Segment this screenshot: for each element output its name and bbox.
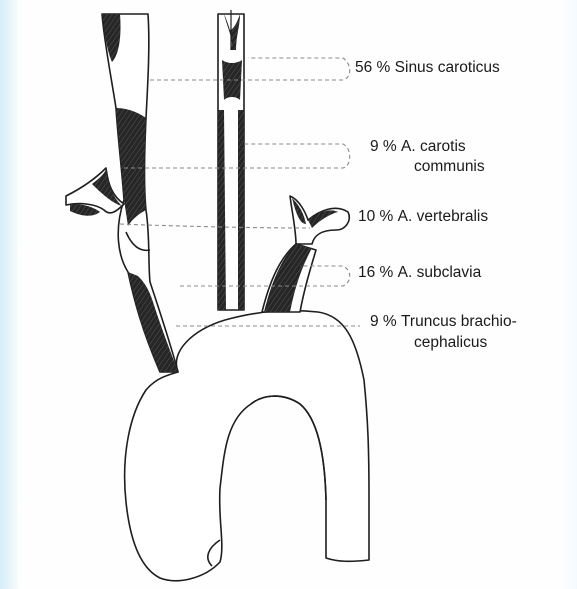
label-name-continued: cephalicus — [414, 333, 487, 352]
label-subclavia: 16 % A. subclavia — [358, 263, 481, 282]
label-percent: 56 % — [355, 58, 390, 77]
label-percent: 9 % — [370, 137, 397, 156]
right-subclavian-branch — [66, 168, 124, 216]
label-name: A. subclavia — [398, 263, 482, 282]
label-carotis-communis-line2: communis — [414, 157, 485, 176]
label-name: Truncus brachio- — [401, 312, 517, 331]
label-percent: 16 % — [358, 263, 393, 282]
label-name: A. carotis — [401, 137, 466, 156]
leader-subclavia — [180, 266, 350, 286]
label-name: Sinus caroticus — [395, 58, 500, 77]
left-subclavian-vessel — [262, 196, 349, 312]
label-truncus-line2: cephalicus — [414, 333, 487, 352]
label-name-continued: communis — [414, 157, 485, 176]
label-name: A. vertebralis — [398, 207, 488, 226]
label-percent: 9 % — [370, 312, 397, 331]
label-vertebralis: 10 % A. vertebralis — [358, 207, 488, 226]
leader-sinus — [150, 58, 350, 80]
label-carotis-communis: 9 % A. carotis — [370, 137, 466, 156]
label-truncus-brachiocephalicus: 9 % Truncus brachio- — [370, 312, 517, 331]
left-carotid-vessel — [218, 10, 244, 310]
label-sinus-caroticus: 56 % Sinus caroticus — [355, 58, 500, 77]
label-percent: 10 % — [358, 207, 393, 226]
